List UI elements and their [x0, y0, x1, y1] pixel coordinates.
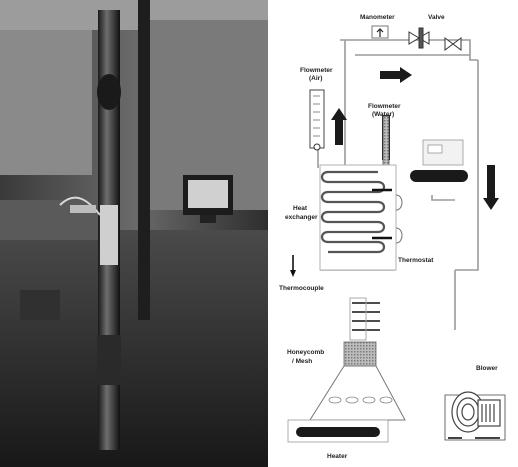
flowmeter-air [309, 89, 325, 151]
valve [408, 27, 462, 51]
blower-label: Blower [476, 365, 498, 372]
arrow-right [380, 67, 412, 83]
flowmeter-air-label-line1: Flowmeter [300, 67, 333, 74]
honeycomb-label-line1: Honeycomb [287, 349, 324, 356]
flowmeter-water-label-line1: Flowmeter [368, 103, 401, 110]
flowmeter-water-label-line2: (Water) [372, 111, 394, 118]
schematic-diagram: Manometer Valve Flowmeter (Air) Flowmete… [279, 14, 506, 460]
piping [317, 39, 479, 330]
photo-clamp [70, 205, 96, 213]
heater-label: Heater [327, 453, 348, 460]
photo-cables [59, 196, 101, 216]
heater [287, 419, 389, 443]
arrow-up [331, 108, 347, 145]
thermostat-label: Thermostat [398, 257, 434, 264]
honeycomb-mesh [343, 341, 377, 367]
thermocouple-label: Thermocouple [279, 285, 324, 292]
manometer-label: Manometer [360, 14, 395, 21]
apparatus-photo [0, 0, 268, 467]
test-section [349, 297, 367, 341]
flowmeter-air-label-line2: (Air) [309, 75, 322, 82]
heat-exchanger-label-line1: Heat [293, 205, 308, 212]
photo-monitor [183, 175, 233, 223]
manometer [371, 25, 389, 39]
plenum [309, 365, 406, 421]
valve-label: Valve [428, 14, 445, 21]
thermocouple [290, 255, 296, 277]
photo-side-pipe [138, 0, 150, 320]
photo-floor [0, 230, 268, 467]
heat-exchanger [319, 164, 403, 271]
photo-test-tube [97, 10, 121, 450]
blower [444, 391, 506, 441]
arrow-down [483, 165, 499, 210]
thermostat [410, 139, 468, 182]
heat-exchanger-label-line2: exchanger [285, 214, 318, 221]
photo-box [20, 290, 60, 320]
honeycomb-label-line2: / Mesh [292, 358, 312, 365]
